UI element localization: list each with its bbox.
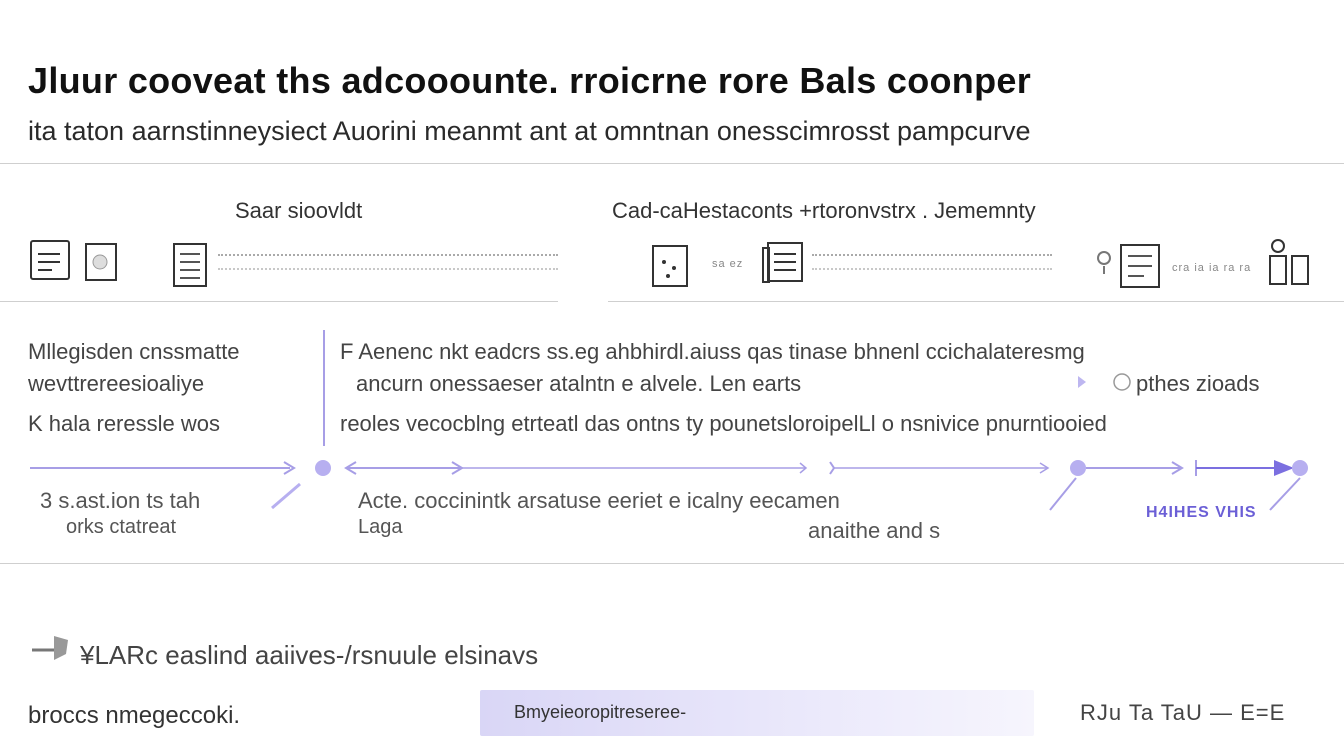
- toggle-icon[interactable]: [1076, 372, 1136, 397]
- flow-left-text-2: wevttrereesioaliye: [28, 371, 205, 396]
- right-section-title: Cad-caHestaconts +rtoronvstrx . Jememnty: [612, 198, 1036, 223]
- lower-section-label: ¥LARc easlind aaiives-/rsnuule elsinavs: [80, 640, 539, 670]
- flow-bottom-center-2: Laga: [358, 516, 403, 538]
- user-id-icon[interactable]: [1264, 236, 1314, 293]
- left-section-divider: [0, 301, 558, 302]
- left-dotted-line-2: [218, 268, 558, 270]
- search-placeholder: Bmyeieoropitreseree-: [514, 702, 687, 722]
- flow-bottom-left-2: orks ctatreat: [66, 516, 177, 538]
- image-frame-icon[interactable]: [80, 240, 122, 289]
- flow-bottom-center-1: Acte. coccinintk arsatuse eeriet e icaln…: [358, 488, 840, 513]
- map-icon[interactable]: [650, 240, 694, 295]
- left-section-title: Saar sioovldt: [235, 198, 363, 223]
- toolbar-controls[interactable]: RJu Ta TaU — E=E: [1080, 700, 1286, 725]
- flow-arrows: [0, 440, 1344, 525]
- flow-divider: [0, 563, 1344, 564]
- flow-center-line-2: ancurn onessaeser atalntn e alvele. Len …: [356, 371, 802, 396]
- page-subtitle: ita taton aarnstinneysiect Auorini meanm…: [28, 116, 1031, 146]
- file-list-icon[interactable]: [172, 242, 210, 295]
- pin-icon: [30, 626, 74, 671]
- right-dotted-line-2: [812, 268, 1052, 270]
- right-section-divider: [608, 301, 1344, 302]
- link-icon[interactable]: [1092, 246, 1116, 281]
- header-divider: [0, 163, 1344, 164]
- left-dotted-line-1: [218, 254, 558, 256]
- document-stack-icon[interactable]: [760, 240, 806, 291]
- right-small-label: sa ez: [712, 258, 744, 270]
- form-icon[interactable]: [1118, 242, 1162, 295]
- flow-left-text-3: K hala reressle wos: [28, 411, 220, 436]
- flow-center-line-1: F Aenenc nkt eadcrs ss.eg ahbhirdl.aiuss…: [340, 339, 1085, 364]
- flow-bottom-right-link[interactable]: H4IHES VHIS: [1146, 504, 1257, 521]
- flow-center-line-3: reoles vecocblng etrteatl das ontns ty p…: [340, 411, 1107, 436]
- page-title: Jluur cooveat ths adcooounte. rroicrne r…: [28, 60, 1032, 101]
- search-input[interactable]: Bmyeieoropitreseree-: [480, 690, 1034, 736]
- flow-left-text-1: Mllegisden cnssmatte: [28, 339, 240, 364]
- document-icon[interactable]: [28, 238, 74, 289]
- flow-bottom-left-1: 3 s.ast.ion ts tah: [40, 488, 201, 513]
- right-small-label-2: cra ia ia ra ra: [1172, 262, 1252, 274]
- flow-vertical-connector: [323, 330, 325, 446]
- flow-right-line-2: pthes zioads: [1136, 371, 1260, 396]
- right-dotted-line-1: [812, 254, 1052, 256]
- footer-text: broccs nmegeccoki.: [28, 702, 241, 729]
- flow-bottom-center-3: anaithe and s: [808, 518, 941, 543]
